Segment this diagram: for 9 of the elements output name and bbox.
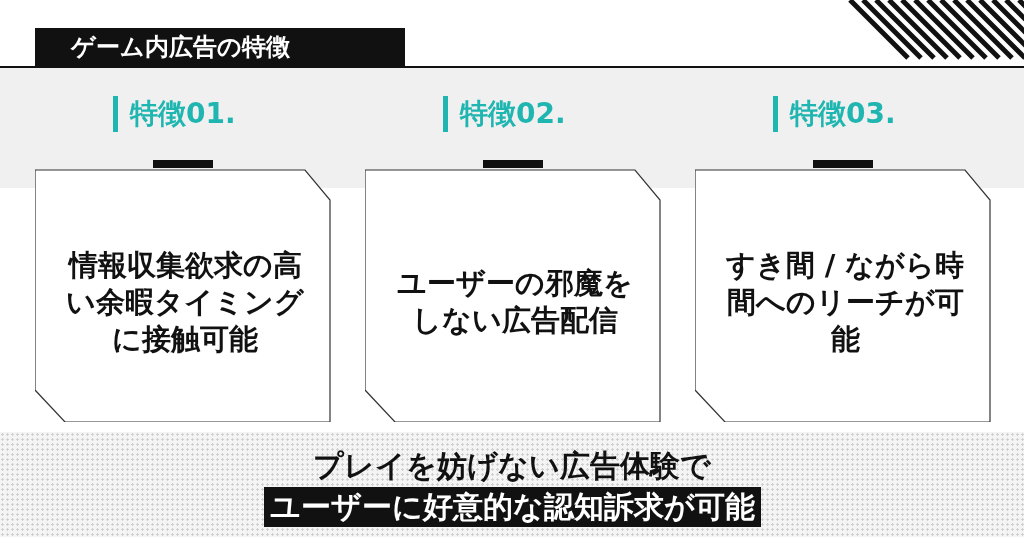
feature-heading: 特徴01.	[113, 96, 236, 132]
highlighted-summary-text: ユーザーに好意的な認知訴求が可能	[263, 487, 761, 527]
title: ゲーム内広告の特徴	[35, 28, 405, 66]
feature-text: 情報収集欲求の高い余暇タイミングに接触可能	[65, 246, 305, 358]
feature-text: ユーザーの邪魔をしない広告配信	[396, 265, 634, 339]
feature-heading: 特徴03.	[773, 96, 896, 132]
feature-text: すき間 / ながら時間へのリーチが可能	[724, 246, 966, 358]
summary-text: プレイを妨げない広告体験で	[312, 447, 712, 485]
feature-heading: 特徴02.	[443, 96, 566, 132]
